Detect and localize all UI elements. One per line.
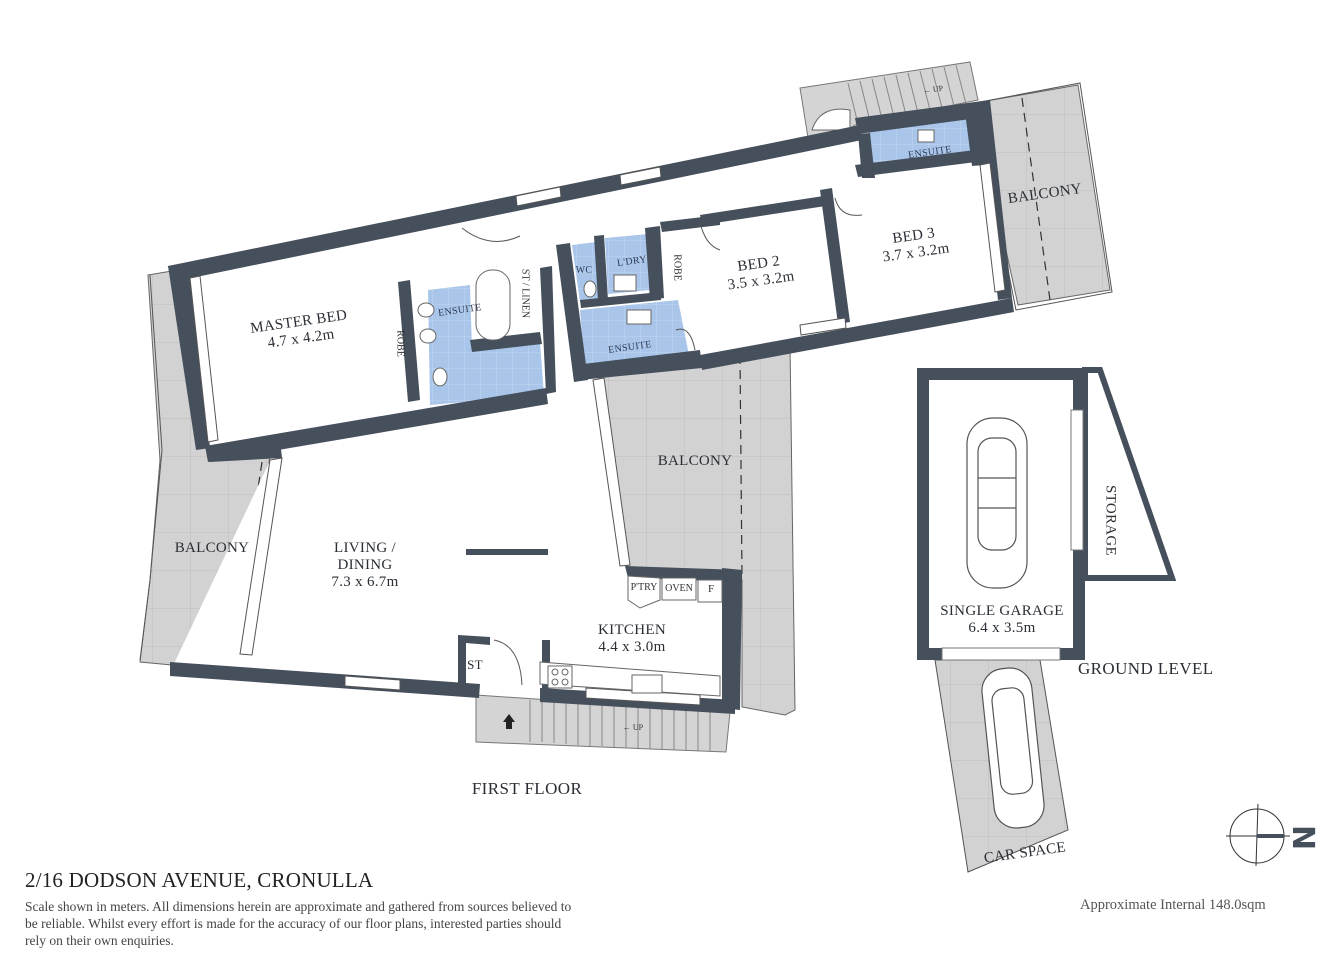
room-name-line2: DINING (337, 557, 393, 573)
room-dims: 6.4 x 3.5m (968, 620, 1036, 636)
level-label-ground: GROUND LEVEL (1078, 659, 1214, 678)
room-name: KITCHEN (598, 622, 666, 638)
room-name-line1: LIVING / (334, 540, 396, 556)
property-address: 2/16 DODSON AVENUE, CRONULLA (25, 868, 374, 892)
label-stairs-up-front: ← UP (622, 723, 644, 732)
storage-outline (1082, 367, 1177, 581)
room-single-garage: SINGLE GARAGE 6.4 x 3.5m (940, 603, 1064, 637)
room-dims: 7.3 x 6.7m (331, 574, 399, 590)
car-icon (966, 417, 1045, 829)
island-bar (466, 549, 548, 555)
room-kitchen: KITCHEN 4.4 x 3.0m (572, 622, 692, 656)
kitchen-bench (539, 575, 723, 697)
label-store: ST (467, 657, 483, 672)
label-oven: OVEN (665, 583, 693, 594)
label-robe-master: ROBE (394, 330, 406, 357)
wet-areas (428, 115, 972, 405)
north-compass-icon (1226, 803, 1290, 867)
label-robe-bed2: ROBE (671, 254, 683, 281)
walls (168, 100, 1014, 714)
disclaimer-text: Scale shown in meters. All dimensions he… (25, 899, 572, 948)
label-st-linen: ST / LINEN (519, 268, 531, 319)
label-wc: WC (575, 265, 593, 276)
level-label-first-floor: FIRST FLOOR (471, 779, 583, 798)
room-dims: 4.4 x 3.0m (598, 639, 666, 655)
label-pantry: P'TRY (630, 582, 658, 593)
label-balcony-west: BALCONY (174, 540, 250, 556)
fixtures (417, 129, 935, 387)
label-storage: STORAGE (1102, 485, 1119, 556)
door-swings (461, 197, 863, 686)
label-balcony-centre: BALCONY (657, 453, 733, 469)
internal-area: Approximate Internal 148.0sqm (1080, 897, 1266, 913)
entry-arrow-icon (503, 714, 515, 729)
room-name: SINGLE GARAGE (940, 603, 1064, 619)
label-fridge: F (707, 583, 715, 595)
compass-north-letter: N (1285, 824, 1321, 851)
room-living-dining: LIVING / DINING 7.3 x 6.7m (305, 540, 425, 591)
